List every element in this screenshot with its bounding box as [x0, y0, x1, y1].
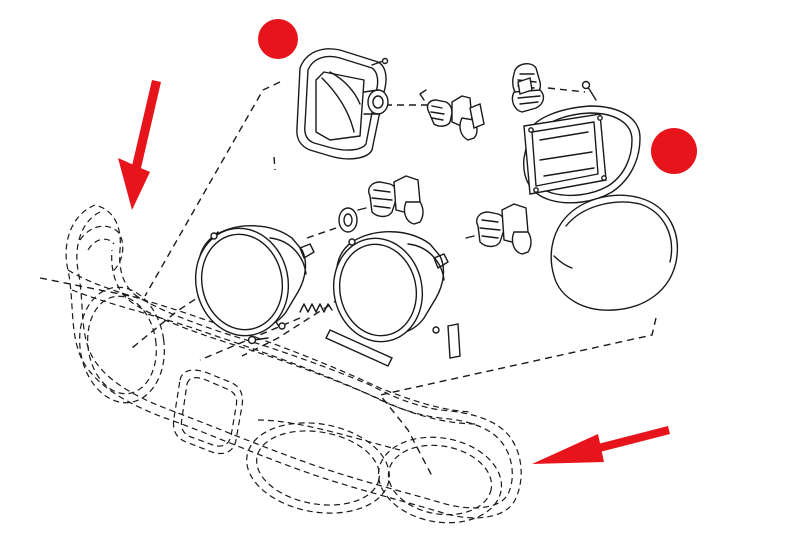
headlamp-bezel-housing: [39, 204, 522, 524]
small-screw-right: [581, 80, 597, 101]
arrow-down-left: [118, 80, 161, 210]
halogen-bulb-right-lower: [465, 203, 532, 255]
small-screw-top: [371, 57, 389, 66]
halogen-bulb-right-upper: [517, 77, 533, 95]
ring-seal: [338, 207, 358, 233]
arrow-left: [532, 426, 670, 464]
oval-lens-cover: [550, 194, 678, 311]
marker-dot-right: [651, 128, 697, 174]
small-bracket: [447, 323, 461, 359]
marker-dot-top: [258, 19, 298, 59]
adjuster-spring: [299, 303, 333, 313]
halogen-bulb-upper: [419, 89, 485, 141]
retaining-strip: [325, 329, 393, 367]
mounting-plate: [523, 105, 641, 204]
round-headlamp-right: [332, 231, 449, 343]
halogen-bulb-mid: [357, 175, 424, 225]
reflector-housing: [296, 48, 389, 160]
round-headlamp-left: [194, 225, 315, 337]
small-screw-left: [247, 335, 269, 345]
